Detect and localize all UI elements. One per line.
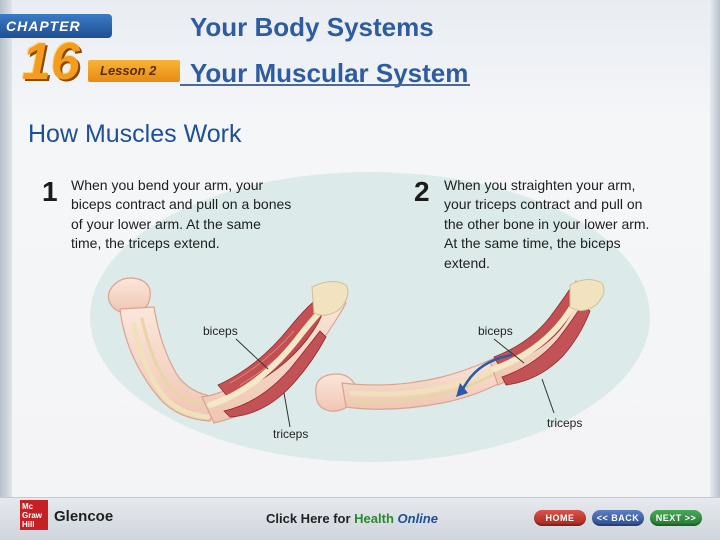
frame-left xyxy=(0,0,12,540)
health-online-link[interactable]: Click Here for Health Online xyxy=(266,511,438,526)
home-button[interactable]: HOME xyxy=(534,510,586,526)
series-title: Your Body Systems xyxy=(190,12,434,42)
logo-line-2: Graw xyxy=(22,511,43,520)
arm-muscle-illustration xyxy=(107,277,605,428)
back-button[interactable]: << BACK xyxy=(592,510,644,526)
straight-arm xyxy=(315,279,605,414)
step-2-text: When you straighten your arm, your trice… xyxy=(444,177,650,271)
lesson-label: Lesson 2 xyxy=(100,63,157,78)
logo-line-3: Hill xyxy=(22,520,35,529)
logo-line-1: Mc xyxy=(22,502,34,511)
bent-arm-triceps-label: triceps xyxy=(273,427,309,441)
section-title: How Muscles Work xyxy=(28,120,242,148)
straight-arm-biceps-label: biceps xyxy=(478,324,513,338)
chapter-badge xyxy=(0,14,112,38)
chapter-label: CHAPTER xyxy=(6,18,81,34)
health-link-online: Online xyxy=(397,511,438,526)
lesson-bar xyxy=(88,60,180,82)
chapter-number: 16 xyxy=(22,33,80,91)
frame-right xyxy=(710,0,720,540)
lesson-title: Your Muscular System xyxy=(190,58,469,88)
header-rule xyxy=(180,84,470,86)
step-2-number: 2 xyxy=(414,176,430,207)
bent-arm xyxy=(107,277,349,428)
publisher-name: Glencoe xyxy=(54,508,114,525)
straight-arm-triceps-label: triceps xyxy=(547,416,583,430)
health-link-health: Health xyxy=(354,511,394,526)
step-1-text: When you bend your arm, your biceps cont… xyxy=(71,177,292,252)
health-link-prefix: Click Here for xyxy=(266,511,355,526)
mcgraw-hill-logo: Mc Graw Hill xyxy=(20,500,48,530)
bent-arm-biceps-label: biceps xyxy=(203,324,238,338)
step-1-number: 1 xyxy=(42,176,58,207)
next-button[interactable]: NEXT >> xyxy=(650,510,702,526)
